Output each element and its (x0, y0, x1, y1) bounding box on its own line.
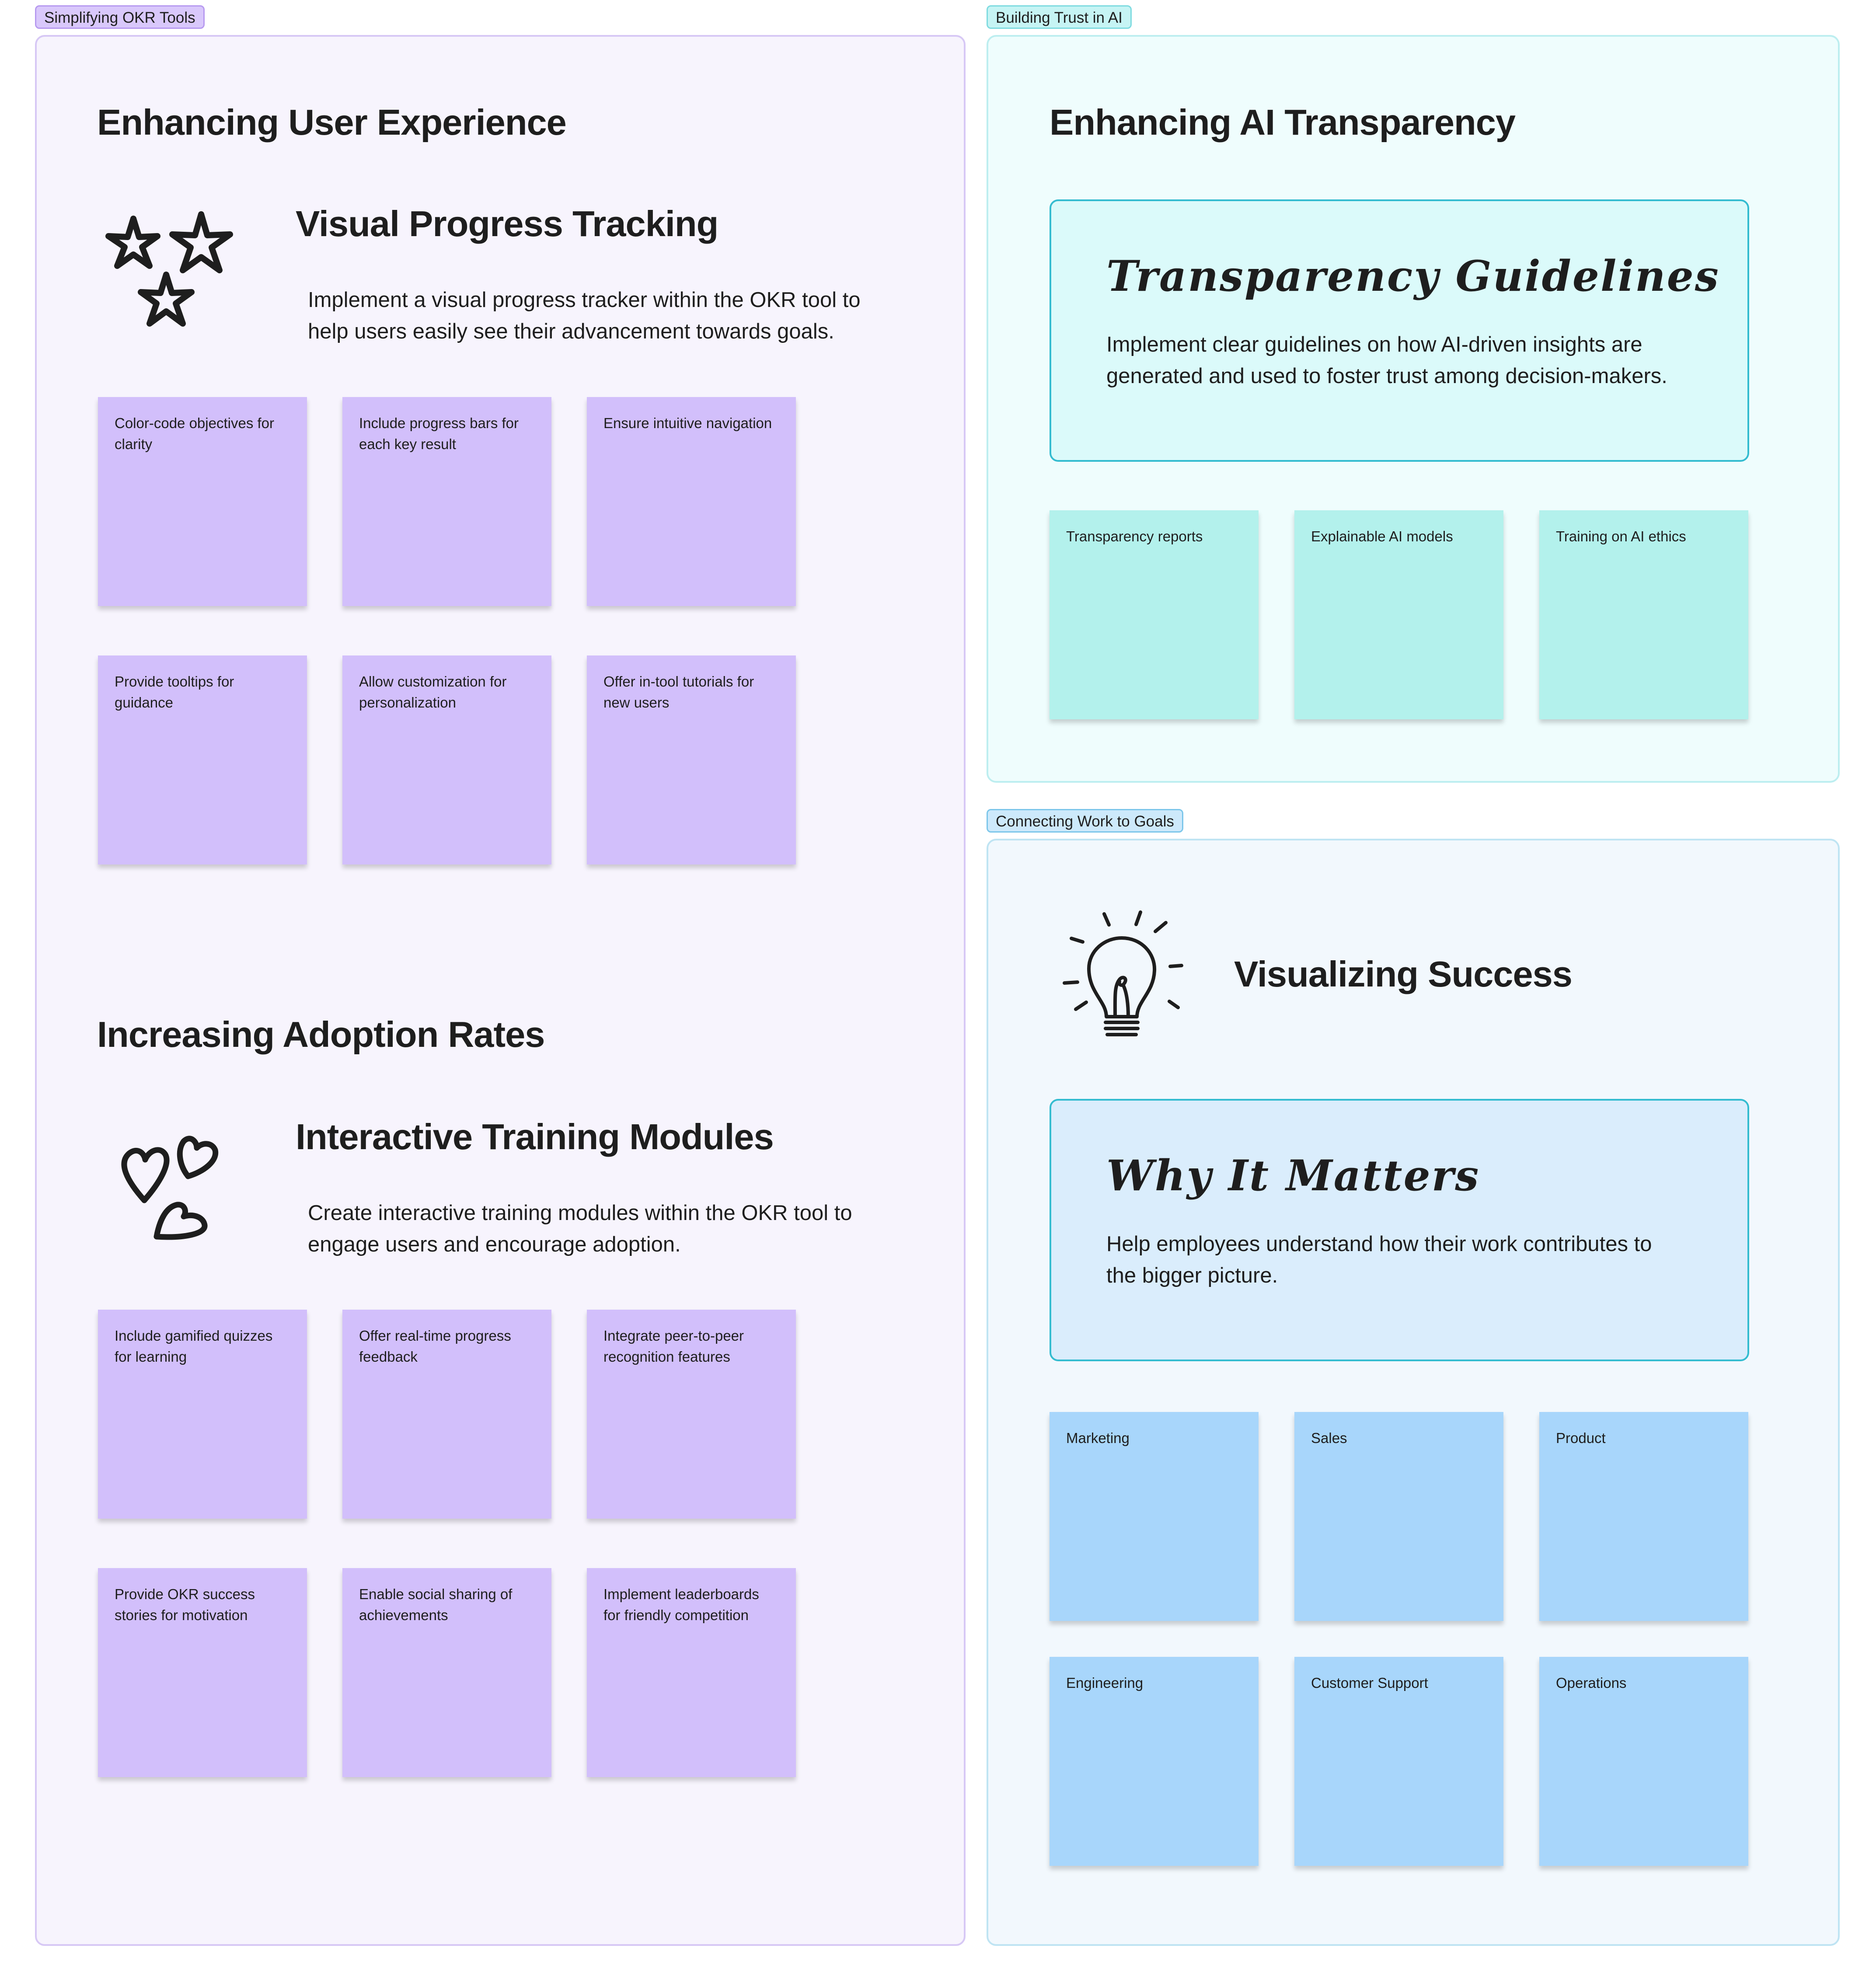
sticky-note[interactable]: Explainable AI models (1294, 510, 1503, 719)
section-tag-trust[interactable]: Building Trust in AI (987, 5, 1132, 29)
sticky-note[interactable]: Engineering (1050, 1657, 1259, 1866)
transparency-guidelines-card[interactable] (1050, 199, 1749, 462)
card-desc-why: Help employees understand how their work… (1106, 1232, 1652, 1287)
title-visualizing-success: Visualizing Success (1234, 954, 1573, 994)
desc-visual-progress: Implement a visual progress tracker with… (308, 288, 861, 343)
hearts-icon (121, 1136, 219, 1240)
heading-ai-transparency: Enhancing AI Transparency (1050, 102, 1516, 143)
section-tag-okr[interactable]: Simplifying OKR Tools (35, 5, 205, 29)
lightbulb-icon (1063, 910, 1183, 1036)
sticky-note[interactable]: Operations (1539, 1657, 1748, 1866)
desc-interactive-training: Create interactive training modules with… (308, 1201, 852, 1256)
section-tag-goals[interactable]: Connecting Work to Goals (987, 809, 1183, 833)
title-interactive-training: Interactive Training Modules (296, 1116, 774, 1157)
sticky-note[interactable]: Customer Support (1294, 1657, 1503, 1866)
sticky-note[interactable]: Ensure intuitive navigation (587, 397, 796, 606)
card-title-transparency: Transparency Guidelines (1106, 251, 1720, 301)
sticky-note[interactable]: Marketing (1050, 1412, 1259, 1621)
sticky-note[interactable]: Product (1539, 1412, 1748, 1621)
title-visual-progress: Visual Progress Tracking (296, 203, 718, 244)
sticky-note[interactable]: Training on AI ethics (1539, 510, 1748, 719)
heading-user-experience: Enhancing User Experience (97, 102, 567, 143)
card-desc-transparency: Implement clear guidelines on how AI-dri… (1106, 333, 1667, 388)
stars-icon (105, 211, 233, 327)
why-it-matters-card[interactable] (1050, 1099, 1749, 1361)
sticky-note[interactable]: Sales (1294, 1412, 1503, 1621)
sticky-note[interactable]: Transparency reports (1050, 510, 1259, 719)
heading-adoption-rates: Increasing Adoption Rates (97, 1014, 545, 1055)
card-title-why: Why It Matters (1106, 1151, 1480, 1200)
